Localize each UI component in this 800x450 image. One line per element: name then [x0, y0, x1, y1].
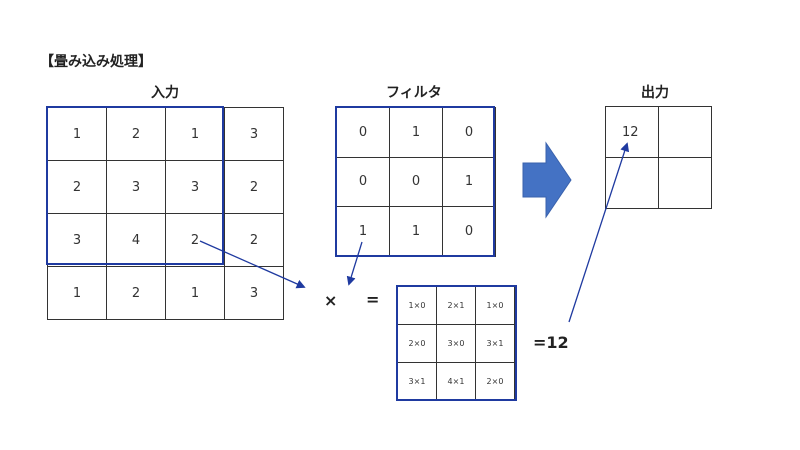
- input-to-operator-arrow: [199, 240, 306, 289]
- product-matrix: 1×0 2×1 1×0 2×0 3×0 3×1 3×1 4×1 2×0: [397, 286, 515, 401]
- input-cell: 2: [106, 107, 166, 161]
- output-label: 出力: [641, 85, 669, 101]
- input-label: 入力: [151, 85, 179, 101]
- output-cell: 12: [605, 106, 659, 158]
- filter-cell: 1: [336, 206, 390, 257]
- input-cell: 1: [47, 266, 107, 320]
- output-cell: [658, 157, 712, 209]
- filter-cell: 1: [442, 156, 496, 207]
- equals-operator: =: [366, 290, 380, 309]
- filter-cell: 0: [442, 206, 496, 257]
- filter-to-operator-arrow: [346, 241, 363, 286]
- filter-label: フィルタ: [386, 85, 442, 101]
- input-cell: 1: [165, 107, 225, 161]
- input-cell: 2: [106, 266, 166, 320]
- result-value: =12: [533, 333, 569, 352]
- product-cell: 2×0: [397, 324, 437, 363]
- input-cell: 3: [224, 266, 284, 320]
- block-arrow-icon: [522, 141, 572, 219]
- input-cell: 3: [165, 160, 225, 214]
- filter-cell: 0: [336, 107, 390, 158]
- result-to-output-arrow: [568, 142, 630, 323]
- times-operator: ×: [324, 291, 338, 310]
- output-matrix: 12: [605, 106, 712, 209]
- input-cell: 2: [224, 160, 284, 214]
- diagram-title: 【畳み込み処理】: [40, 54, 152, 70]
- input-matrix: 1 2 1 3 2 3 3 2 3 4 2 2 1 2 1 3: [47, 107, 284, 320]
- input-cell: 2: [165, 213, 225, 267]
- product-cell: 2×0: [475, 362, 515, 401]
- filter-cell: 0: [389, 156, 443, 207]
- output-cell: [658, 106, 712, 158]
- filter-cell: 0: [442, 107, 496, 158]
- input-cell: 2: [224, 213, 284, 267]
- input-cell: 1: [165, 266, 225, 320]
